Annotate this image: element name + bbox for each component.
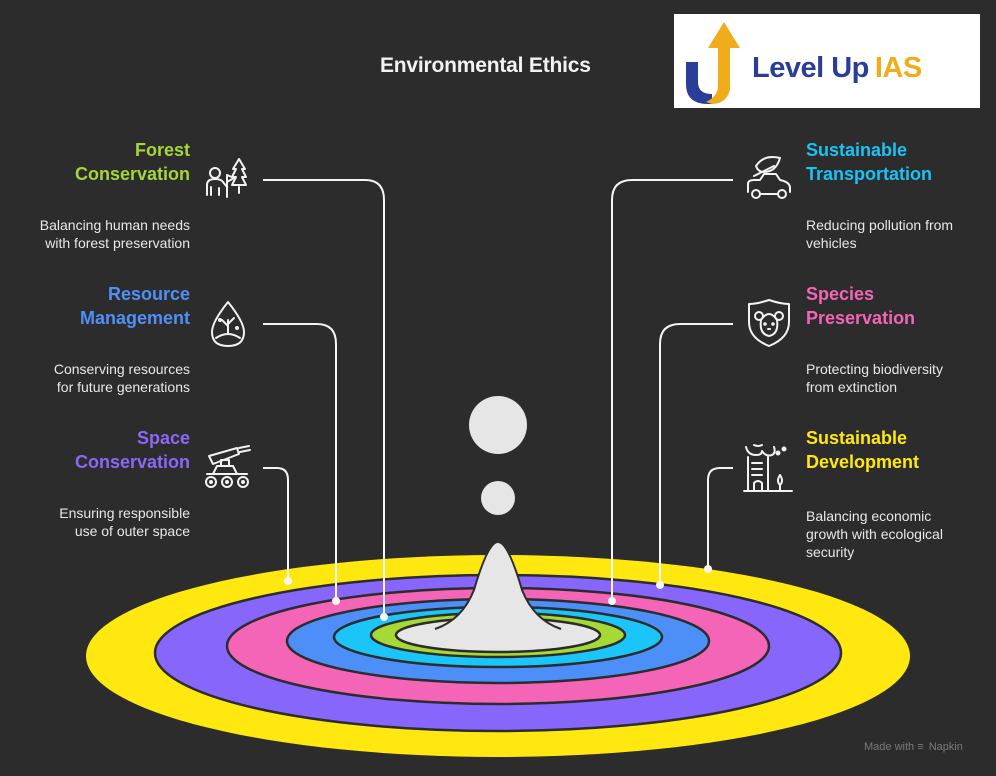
item-sustainable-transportation-title: Sustainable Transportation bbox=[806, 140, 933, 184]
item-space-conservation-title: Space Conservation bbox=[74, 428, 190, 472]
item-species-preservation-desc: Protecting biodiversity from extinction bbox=[806, 361, 943, 395]
logo-u-arrow-icon bbox=[686, 22, 740, 104]
connector-transport bbox=[611, 179, 733, 601]
droplet-large bbox=[469, 396, 527, 454]
item-resource-management-desc: Conserving resources for future generati… bbox=[53, 361, 190, 395]
water-drop-plant-icon bbox=[211, 301, 245, 347]
person-with-tree-icon bbox=[206, 158, 247, 198]
item-forest-conservation-title: Forest Conservation bbox=[74, 140, 190, 184]
item-sustainable-transportation-desc: Reducing pollution from vehicles bbox=[806, 217, 954, 251]
page-title: Environmental Ethics bbox=[380, 54, 591, 77]
connector-lines bbox=[263, 179, 733, 616]
car-with-leaf-icon bbox=[747, 156, 791, 199]
item-space-conservation-desc: Ensuring responsible use of outer space bbox=[59, 505, 190, 539]
connector-dots bbox=[284, 565, 712, 621]
connector-forest bbox=[263, 179, 385, 616]
shield-bear-icon bbox=[748, 299, 790, 347]
splash-peak-icon bbox=[435, 542, 561, 650]
napkin-logo-icon: ≡ bbox=[917, 741, 924, 753]
building-with-tree-icon bbox=[743, 444, 793, 492]
item-resource-management-title: Resource Management bbox=[79, 284, 190, 328]
connector-species bbox=[659, 323, 733, 584]
connector-development bbox=[707, 467, 733, 569]
space-rover-icon bbox=[205, 445, 251, 488]
connector-resource bbox=[263, 323, 337, 601]
droplet-small bbox=[481, 481, 515, 515]
item-forest-conservation-desc: Balancing human needs with forest preser… bbox=[39, 217, 190, 251]
made-with-napkin-footer: Made with ≡ Napkin bbox=[864, 741, 963, 753]
connector-space bbox=[263, 467, 289, 581]
item-sustainable-development-title: Sustainable Development bbox=[806, 428, 920, 472]
item-sustainable-development-desc: Balancing economic growth with ecologica… bbox=[806, 508, 943, 560]
item-species-preservation-title: Species Preservation bbox=[806, 284, 916, 328]
